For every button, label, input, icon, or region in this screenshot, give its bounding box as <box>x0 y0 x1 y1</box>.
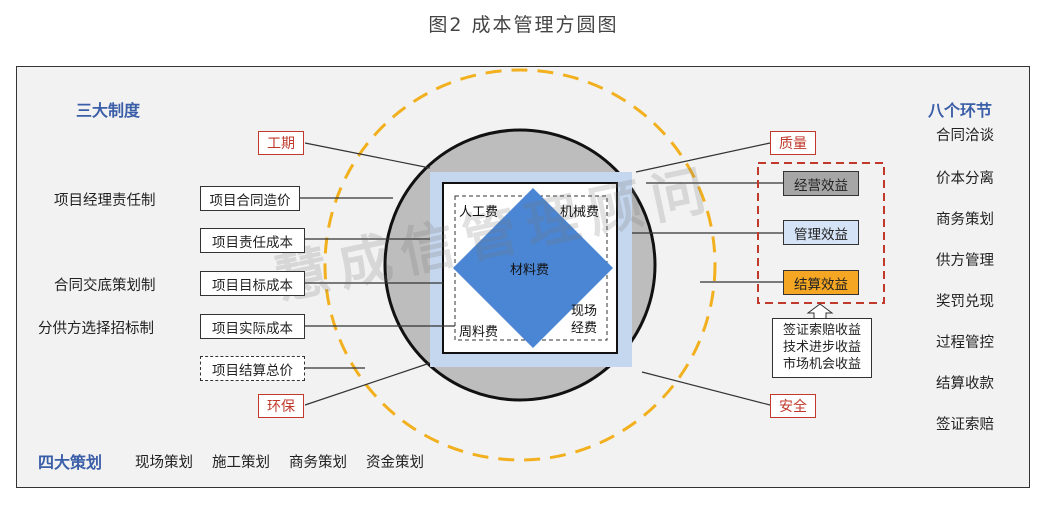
figure-title: 图2 成本管理方圆图 <box>428 14 619 36</box>
plan-item: 商务策划 <box>289 455 347 471</box>
benefit-sources-box: 签证索赔收益 技术进步收益 市场机会收益 <box>772 318 872 378</box>
cost-box-target-cost: 项目目标成本 <box>200 271 305 296</box>
benefit-operating: 经营效益 <box>783 171 859 196</box>
machinery-cost-label: 机械费 <box>560 205 600 220</box>
benefit-settlement: 结算效益 <box>783 270 859 295</box>
link-item: 奖罚兑现 <box>936 294 994 310</box>
benefit-source-item: 签证索赔收益 <box>782 323 861 338</box>
factor-environment: 环保 <box>258 394 304 418</box>
link-item: 签证索赔 <box>936 417 994 433</box>
factor-schedule: 工期 <box>258 131 304 155</box>
eight-links-heading: 八个环节 <box>928 101 993 120</box>
site-expense-line1: 现场 <box>571 304 598 319</box>
factor-quality: 质量 <box>770 131 816 155</box>
site-expense-line2: 经费 <box>571 321 598 336</box>
up-arrow <box>806 303 834 320</box>
link-item: 过程管控 <box>936 335 994 351</box>
factor-safety: 安全 <box>770 394 816 418</box>
link-item: 供方管理 <box>936 253 994 269</box>
link-item: 结算收款 <box>936 376 994 392</box>
cost-box-responsibility-cost: 项目责任成本 <box>200 228 305 253</box>
system-item: 分供方选择招标制 <box>38 321 154 337</box>
material-cost-label: 材料费 <box>510 263 550 278</box>
benefit-source-item: 市场机会收益 <box>782 357 861 372</box>
plan-item: 资金策划 <box>366 455 424 471</box>
plan-item: 施工策划 <box>212 455 270 471</box>
plan-item: 现场策划 <box>135 455 193 471</box>
labor-cost-label: 人工费 <box>459 205 499 220</box>
link-item: 合同洽谈 <box>936 128 994 144</box>
link-item: 价本分离 <box>936 171 994 187</box>
material-diamond <box>453 188 613 348</box>
three-systems-heading: 三大制度 <box>76 101 141 120</box>
site-expense-label: 现场 经费 <box>571 303 597 337</box>
four-plans-heading: 四大策划 <box>38 453 103 472</box>
system-item: 合同交底策划制 <box>54 278 156 294</box>
cost-box-settlement-total: 项目结算总价 <box>200 356 305 381</box>
outer-dashed-ring <box>323 68 717 462</box>
turnover-material-label: 周料费 <box>459 325 499 340</box>
cost-box-contract-price: 项目合同造价 <box>200 186 300 211</box>
cost-box-actual-cost: 项目实际成本 <box>200 314 305 339</box>
system-item: 项目经理责任制 <box>54 193 156 209</box>
benefit-source-item: 技术进步收益 <box>782 340 861 355</box>
link-item: 商务策划 <box>936 212 994 228</box>
benefit-management: 管理效益 <box>783 220 859 245</box>
benefits-dashed-frame <box>757 162 885 304</box>
